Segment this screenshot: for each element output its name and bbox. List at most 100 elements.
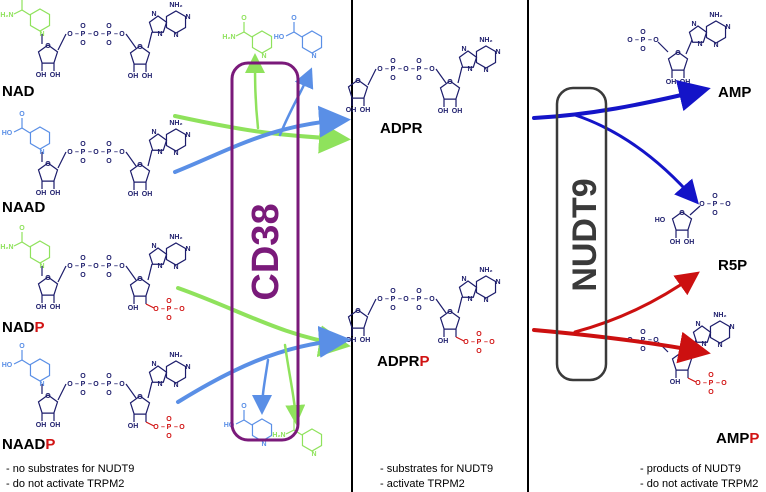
- atom-label: N: [173, 150, 178, 157]
- atom-label: P: [81, 31, 86, 38]
- atom-label: O: [390, 58, 396, 65]
- atom-label: N: [173, 382, 178, 389]
- atom-label: OH: [50, 304, 61, 311]
- atom-label: –: [648, 337, 652, 344]
- atom-label: O: [429, 296, 435, 303]
- atom-label: –: [648, 37, 652, 44]
- atom-label: OH: [128, 423, 139, 430]
- atom-label: N: [151, 361, 156, 368]
- label-adpr: ADPR: [380, 120, 423, 137]
- atom-label: OH: [438, 108, 449, 115]
- atom-label: –: [411, 296, 415, 303]
- atom-label: N: [157, 149, 162, 156]
- atom-label: OH: [346, 107, 357, 114]
- atom-label: N: [261, 53, 266, 60]
- atom-label: O: [106, 141, 112, 148]
- atom-label: O: [119, 381, 125, 388]
- atom-label: N: [261, 441, 266, 448]
- atom-label: P: [81, 381, 86, 388]
- atom-label: O: [93, 381, 99, 388]
- atom-label: O: [67, 381, 73, 388]
- arrow-adprp-to-ampp: [532, 328, 711, 364]
- atom-label: NH₂: [713, 312, 726, 319]
- atom-label: N: [173, 32, 178, 39]
- atom-label: –: [161, 306, 165, 313]
- atom-label: OH: [50, 190, 61, 197]
- nudt9-enzyme-box: [555, 86, 608, 382]
- note-left-1: - no substrates for NUDT9: [6, 463, 134, 475]
- atom-label: HO: [2, 362, 13, 369]
- atom-label: P: [167, 424, 172, 431]
- atom-label: P: [107, 149, 112, 156]
- atom-label: –: [75, 149, 79, 156]
- atom-label: OH: [36, 422, 47, 429]
- atom-label: –: [174, 306, 178, 313]
- atom-label: HO: [224, 422, 235, 429]
- atom-label: P: [81, 149, 86, 156]
- atom-label: –: [88, 263, 92, 270]
- atom-label: H₂N: [0, 12, 13, 19]
- atom-label: O: [721, 380, 727, 387]
- atom-label: O: [67, 263, 73, 270]
- atom-label: P: [391, 296, 396, 303]
- atom-label: O: [119, 263, 125, 270]
- atom-label: N: [185, 14, 190, 21]
- atom-label: N: [151, 11, 156, 18]
- atom-label: NH₂: [169, 352, 182, 359]
- atom-label: O: [80, 373, 86, 380]
- label-nad: NAD: [2, 83, 35, 100]
- atom-label: OH: [50, 422, 61, 429]
- atom-label: –: [703, 380, 707, 387]
- atom-label: N: [717, 342, 722, 349]
- atom-label: O: [93, 263, 99, 270]
- label-amp: AMP: [718, 84, 751, 101]
- atom-label: OH: [142, 73, 153, 80]
- atom-label: O: [390, 288, 396, 295]
- atom-label: O: [679, 210, 685, 217]
- atom-label: –: [398, 66, 402, 73]
- atom-label: O: [377, 66, 383, 73]
- atom-label: O: [80, 272, 86, 279]
- atom-label: O: [153, 424, 159, 431]
- atom-label: –: [75, 31, 79, 38]
- atom-label: –: [424, 296, 428, 303]
- atom-label: O: [679, 350, 685, 357]
- atom-label: O: [695, 380, 701, 387]
- atom-label: O: [653, 337, 659, 344]
- nudt9-arrows: [532, 79, 711, 364]
- atom-label: O: [137, 162, 143, 169]
- atom-label: N: [151, 243, 156, 250]
- label-r5p: R5P: [718, 257, 747, 274]
- atom-label: OH: [142, 191, 153, 198]
- atom-label: O: [241, 403, 247, 410]
- label-naad: NAAD: [2, 199, 45, 216]
- atom-label: O: [19, 111, 25, 118]
- atom-label: N: [701, 341, 706, 348]
- atom-label: H₂N: [0, 244, 13, 251]
- atom-label: OH: [36, 304, 47, 311]
- atom-label: O: [179, 424, 185, 431]
- atom-label: O: [45, 43, 51, 50]
- atom-label: N: [151, 129, 156, 136]
- atom-label: O: [476, 331, 482, 338]
- atom-label: P: [391, 66, 396, 73]
- atom-label: O: [403, 296, 409, 303]
- atom-label: N: [483, 67, 488, 74]
- note-right-1: - products of NUDT9: [640, 463, 741, 475]
- atom-label: N: [157, 381, 162, 388]
- atom-label: OH: [680, 79, 691, 86]
- atom-label: O: [355, 78, 361, 85]
- cd38-enzyme-box: [230, 61, 300, 442]
- atom-label: O: [80, 390, 86, 397]
- atom-label: P: [641, 37, 646, 44]
- atom-label: O: [489, 339, 495, 346]
- atom-label: –: [75, 263, 79, 270]
- atom-label: P: [417, 296, 422, 303]
- atom-label: N: [157, 263, 162, 270]
- atom-label: O: [153, 306, 159, 313]
- atom-label: O: [166, 416, 172, 423]
- arrow-adprp-to-r5p: [573, 271, 700, 334]
- atom-label: –: [101, 381, 105, 388]
